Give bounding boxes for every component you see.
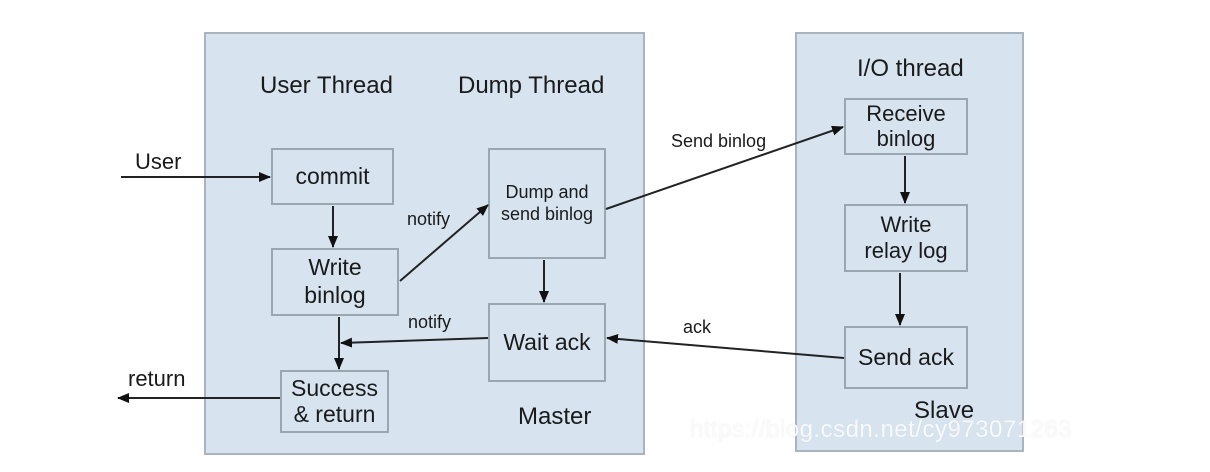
return-label: return	[128, 366, 186, 391]
receive-line1: Receive	[866, 101, 946, 127]
ack-label: ack	[683, 317, 712, 337]
dump-line1: Dump and	[505, 181, 589, 202]
receive-binlog-box: Receive binlog	[844, 98, 968, 155]
send-ack-box: Send ack	[844, 326, 968, 389]
user-label: User	[135, 149, 182, 174]
master-label: Master	[518, 403, 592, 430]
write-binlog-line1: Write	[308, 254, 362, 281]
notify-success-label: notify	[408, 312, 452, 332]
send-binlog-arrow	[605, 125, 844, 210]
relay-line2: relay log	[864, 238, 948, 263]
success-return-box: Success & return	[280, 370, 389, 433]
io-thread-label: I/O thread	[857, 55, 964, 82]
send-ack-text: Send ack	[858, 343, 954, 370]
dump-thread-label: Dump Thread	[458, 72, 605, 99]
send-binlog-label: Send binlog	[671, 131, 767, 151]
dump-line2: send binlog	[500, 203, 594, 224]
write-binlog-line2: binlog	[304, 282, 366, 308]
commit-box: commit	[271, 148, 394, 205]
watermark: https://blog.csdn.net/cy973071263	[690, 416, 1073, 443]
commit-text: commit	[295, 162, 370, 189]
wait-ack-text: Wait ack	[503, 328, 591, 355]
wait-to-success-notify-arrow	[340, 337, 489, 348]
relay-line1: Write	[880, 211, 932, 237]
write-relay-log-box: Write relay log	[844, 204, 968, 272]
success-line1: Success	[291, 375, 378, 402]
receive-line2: binlog	[876, 125, 936, 151]
ack-arrow	[606, 333, 845, 359]
slave-label: Slave	[914, 397, 975, 424]
success-line2: & return	[293, 400, 376, 427]
write-binlog-box: Write binlog	[271, 248, 399, 316]
notify-dump-label: notify	[407, 209, 451, 229]
user-thread-label: User Thread	[260, 72, 393, 99]
dump-send-binlog-box: Dump and send binlog	[488, 148, 606, 259]
wait-ack-box: Wait ack	[488, 303, 606, 382]
write-to-dump-notify-arrow	[399, 204, 489, 282]
